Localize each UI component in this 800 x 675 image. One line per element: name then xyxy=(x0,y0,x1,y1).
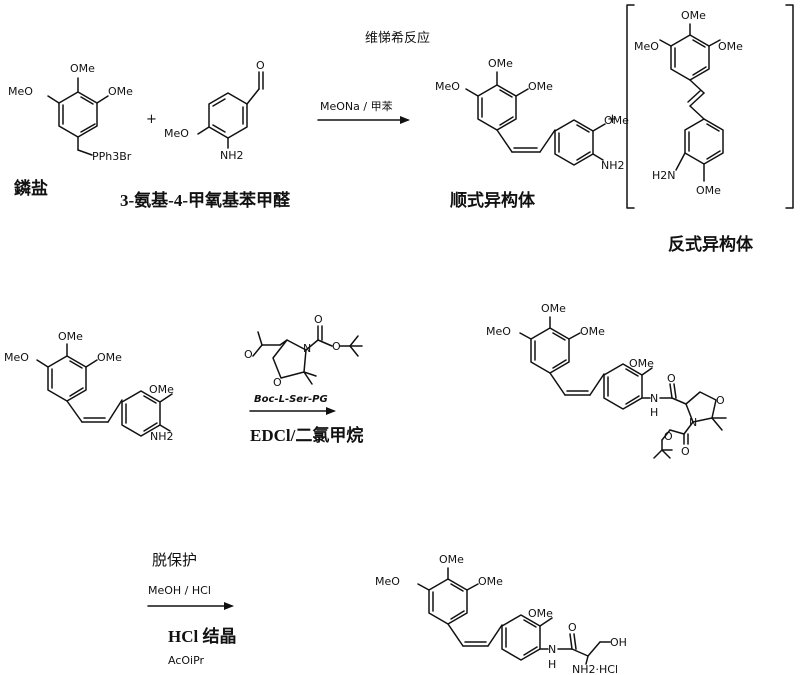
boc-reagent-acid-o: O xyxy=(244,348,253,361)
row2-product-structure: OMe MeO OMe OMe N H O N O O O xyxy=(486,302,727,459)
aldehyde-ome: MeO xyxy=(164,127,189,140)
reagent1-ome-top: OMe xyxy=(70,62,95,75)
trans-isomer-structure: OMe MeO OMe H2N OMe xyxy=(634,9,743,197)
crystallization-solvent: AcOiPr xyxy=(168,654,205,667)
row2-product-ome-top: OMe xyxy=(541,302,566,315)
final-amide-n: N xyxy=(548,643,556,656)
row2-product-amide-n: N xyxy=(650,392,658,405)
row2-product-ome-left: MeO xyxy=(486,325,511,338)
cis-nh2: NH2 xyxy=(601,159,625,172)
row2-product-boc-carbonyl-o: O xyxy=(681,445,690,458)
row2-ome-left: MeO xyxy=(4,351,29,364)
reaction-arrow-3 xyxy=(147,602,234,610)
row2-ome-right: OMe xyxy=(97,351,122,364)
deprotection-label: 脱保护 xyxy=(152,551,197,569)
aldehyde-structure: O MeO NH2 xyxy=(164,59,265,162)
coupling-conditions: EDCl/二氯甲烷 xyxy=(250,425,363,445)
row2-ome-ring: OMe xyxy=(149,383,174,396)
trans-ome-bottom: OMe xyxy=(696,184,721,197)
boc-reagent-n: N xyxy=(303,342,311,355)
deprotection-reagent: MeOH / HCl xyxy=(148,584,211,597)
aldehyde-label: 3-氨基-4-甲氧基苯甲醛 xyxy=(120,190,291,210)
row2-product-ome-right: OMe xyxy=(580,325,605,338)
reaction-arrow-2 xyxy=(249,407,336,415)
final-ome-left: MeO xyxy=(375,575,400,588)
cis-ome-top: OMe xyxy=(488,57,513,70)
row2-product-amide-h: H xyxy=(650,406,658,419)
plus-sign-2: + xyxy=(607,112,618,127)
reagent1-ome-left: MeO xyxy=(8,85,33,98)
phosphonium-salt-structure: OMe MeO OMe PPh3Br xyxy=(8,62,133,163)
trans-bracket xyxy=(626,4,794,209)
boc-ser-reagent-structure: O O N O O xyxy=(244,313,363,389)
cis-isomer-structure: OMe MeO OMe OMe NH2 xyxy=(435,57,629,172)
phosphonium-salt-label: 鏻盐 xyxy=(14,178,48,198)
reagent1-ome-right: OMe xyxy=(108,85,133,98)
trans-isomer-label: 反式异构体 xyxy=(668,234,754,254)
boc-ser-label: Boc-L-Ser-PG xyxy=(254,394,328,405)
scheme-title: 维悌希反应 xyxy=(365,30,430,46)
final-carbonyl-o: O xyxy=(568,621,577,634)
final-ome-ring: OMe xyxy=(528,607,553,620)
row2-product-ome-ring: OMe xyxy=(629,357,654,370)
boc-reagent-ester-o: O xyxy=(332,340,341,353)
row2-product-ring-n: N xyxy=(689,416,697,429)
row2-product-boc-ester-o: O xyxy=(664,430,673,443)
row2-product-ring-o: O xyxy=(716,394,725,407)
aldehyde-oxygen: O xyxy=(256,59,265,72)
final-ome-top: OMe xyxy=(439,553,464,566)
plus-sign-1: + xyxy=(146,112,157,127)
row2-nh2: NH2 xyxy=(150,430,174,443)
aldehyde-nh2: NH2 xyxy=(220,149,244,162)
boc-reagent-ring-o: O xyxy=(273,376,282,389)
final-amide-h: H xyxy=(548,658,556,671)
final-product-structure: OMe MeO OMe OMe N H O OH NH2·HCl xyxy=(375,553,627,675)
cis-ome-right: OMe xyxy=(528,80,553,93)
row2-product-carbonyl-o: O xyxy=(667,372,676,385)
trans-ome-right: OMe xyxy=(718,40,743,53)
hcl-crystallization-label: HCl 结晶 xyxy=(168,626,236,646)
boc-reagent-carbonyl-o: O xyxy=(314,313,323,326)
final-hydroxyl: OH xyxy=(610,636,627,649)
cis-ome-ring: OMe xyxy=(604,114,629,127)
reagent1-pph3br: PPh3Br xyxy=(92,150,132,163)
row2-amine-structure: OMe MeO OMe OMe NH2 xyxy=(4,330,174,443)
trans-ome-top: OMe xyxy=(681,9,706,22)
cis-ome-left: MeO xyxy=(435,80,460,93)
cis-isomer-label: 顺式异构体 xyxy=(450,190,536,210)
final-ome-right: OMe xyxy=(478,575,503,588)
wittig-conditions: MeONa / 甲苯 xyxy=(320,99,393,113)
final-amine-hcl: NH2·HCl xyxy=(572,663,618,675)
reaction-arrow-1: MeONa / 甲苯 xyxy=(317,99,410,124)
row2-ome-top: OMe xyxy=(58,330,83,343)
trans-h2n: H2N xyxy=(652,169,676,182)
trans-ome-left: MeO xyxy=(634,40,659,53)
